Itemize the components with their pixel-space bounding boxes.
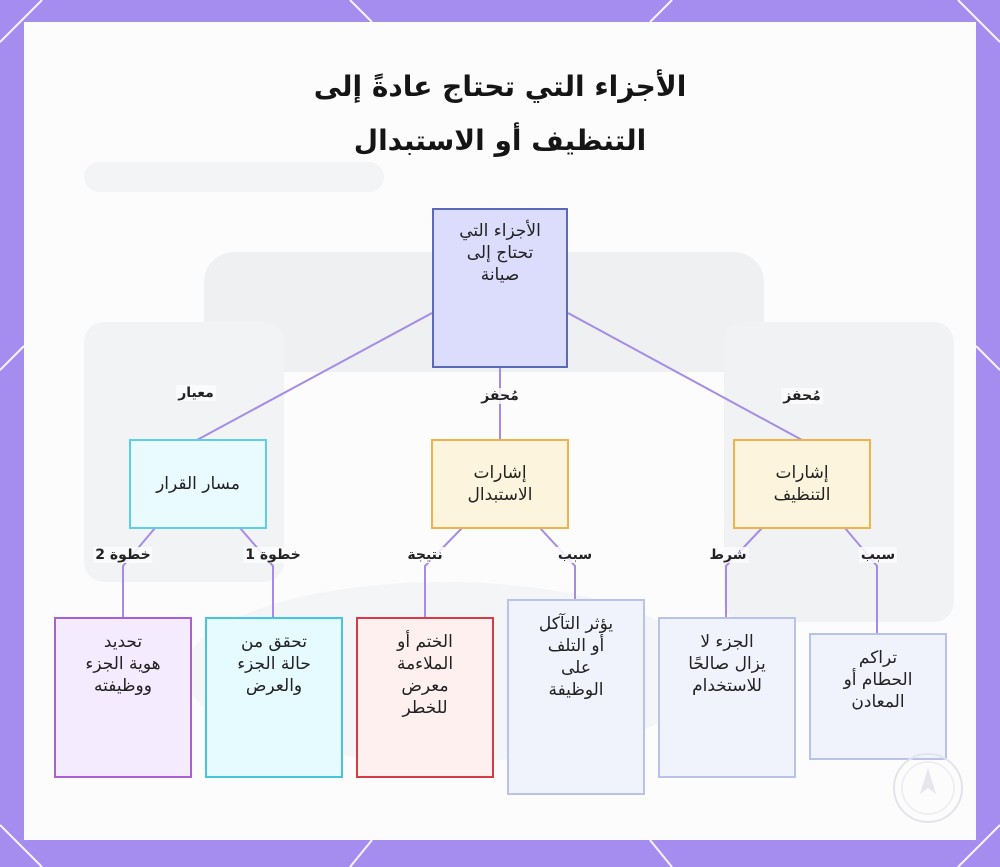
edge-label-cause-mid: سبب (555, 547, 595, 563)
part-usable-node: الجزء لا يزال صالحًا للاستخدام (658, 617, 796, 778)
edge-label-trigger-right: مُحفز (781, 388, 823, 404)
corrosion-damage-node: يؤثر التآكل أو التلف على الوظيفة (507, 599, 645, 795)
edge-label-cause-right: سبب (858, 547, 898, 563)
title-line-2: التنظيف أو الاستبدال (353, 124, 647, 157)
replacement-signs-node: إشارات الاستبدال (431, 439, 569, 529)
edge-label-result: نتيجة (405, 547, 445, 563)
cleaning-signs-node: إشارات التنظيف (733, 439, 871, 529)
edge-label-criterion: معيار (176, 385, 216, 401)
page-title: الأجزاء التي تحتاج عادةً إلى التنظيف أو … (0, 60, 1000, 168)
debris-buildup-node: تراكم الحطام أو المعادن (809, 633, 947, 760)
decision-path-node: مسار القرار (129, 439, 267, 529)
edge-label-step-2: خطوة 2 (93, 547, 153, 563)
check-condition-node: تحقق من حالة الجزء والعرض (205, 617, 343, 778)
edge-label-trigger-mid: مُحفز (479, 388, 521, 404)
edge-label-step-1: خطوة 1 (243, 547, 303, 563)
brand-logo-icon (893, 753, 963, 823)
seal-compromised-node: الختم أو الملاءمة معرض للخطر (356, 617, 494, 778)
edge-label-condition: شرط (707, 547, 749, 563)
identify-part-node: تحديد هوية الجزء ووظيفته (54, 617, 192, 778)
title-line-1: الأجزاء التي تحتاج عادةً إلى (313, 70, 687, 103)
root-node: الأجزاء التي تحتاج إلى صيانة (432, 208, 568, 368)
